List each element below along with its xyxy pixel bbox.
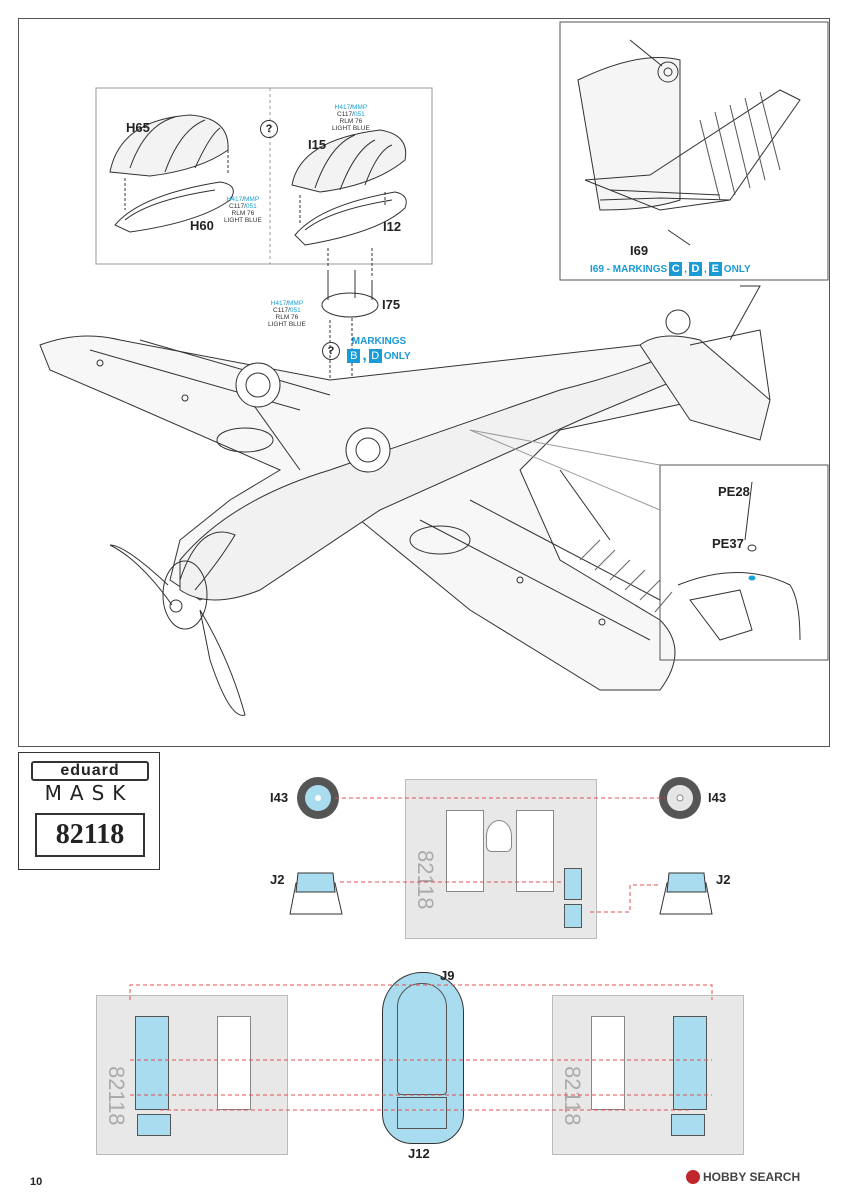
markings-cde-badge: I69 - MARKINGS C, D, E ONLY — [590, 262, 751, 276]
hobby-search-logo-icon — [686, 1170, 700, 1184]
part-label-pe37: PE37 — [712, 536, 744, 551]
paint-callout-left: H417/MMP C117/051 RLM 76 LIGHT BLUE — [224, 196, 262, 224]
part-label-pe28: PE28 — [718, 484, 750, 499]
mask-label-j2-right: J2 — [716, 872, 731, 887]
part-label-i69: I69 — [630, 243, 649, 258]
sheet-number: 82118 — [413, 850, 438, 910]
question-icon-2: ? — [322, 342, 340, 360]
mask-sheet-right: 82118 — [552, 995, 744, 1155]
canopy-mask — [382, 972, 464, 1144]
logo-type: MASK — [44, 781, 134, 805]
mask-label-j9: J9 — [440, 968, 455, 983]
eduard-mask-logo: eduard MASK 82118 — [18, 752, 160, 870]
part-label-i15: I15 — [308, 137, 327, 152]
mask-sheet-left: 82118 — [96, 995, 288, 1155]
logo-brand: eduard — [31, 761, 149, 781]
mask-label-i43-right: I43 — [708, 790, 727, 805]
paint-callout-right: H417/MMP C117/051 RLM 76 LIGHT BLUE — [332, 104, 370, 132]
page-number: 10 — [30, 1176, 43, 1188]
markings-bd-badge: MARKINGS B, D ONLY — [344, 336, 414, 365]
part-label-h60: H60 — [190, 218, 214, 233]
mask-label-i43-left: I43 — [270, 790, 289, 805]
part-label-i12: I12 — [383, 219, 402, 234]
question-icon: ? — [260, 120, 278, 138]
paint-callout-i75: H417/MMP C117/051 RLM 76 LIGHT BLUE — [268, 300, 306, 328]
product-code: 82118 — [35, 813, 145, 857]
part-label-h65: H65 — [126, 120, 150, 135]
mask-label-j2-left: J2 — [270, 872, 285, 887]
part-label-i75: I75 — [382, 297, 401, 312]
watermark: HOBBY SEARCH — [686, 1170, 800, 1184]
mask-sheet-top: 82118 — [405, 779, 597, 939]
assembly-frame — [18, 18, 830, 747]
mask-label-j12: J12 — [408, 1146, 430, 1161]
